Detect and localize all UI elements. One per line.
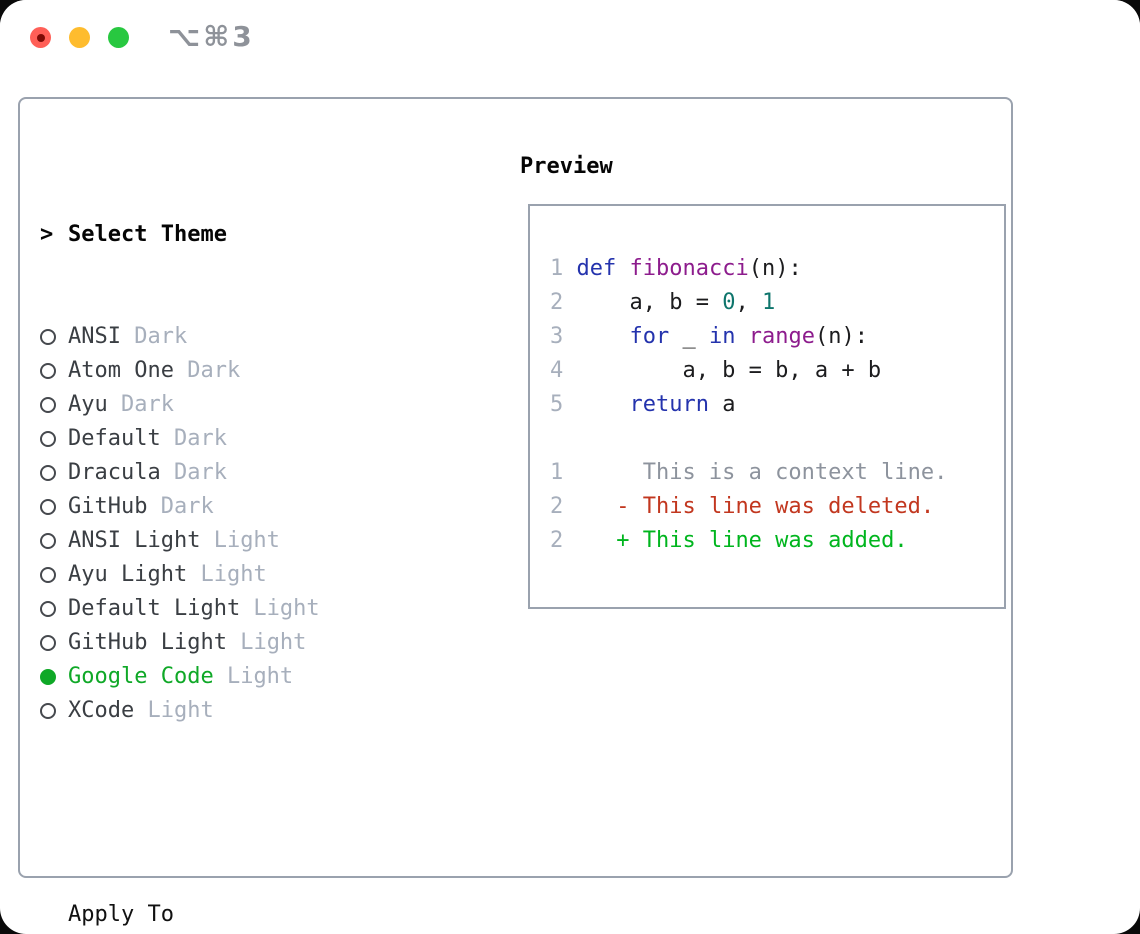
line-number: 1 bbox=[550, 460, 564, 485]
theme-variant-badge: Light bbox=[187, 562, 267, 587]
theme-option-default[interactable]: Default Dark bbox=[40, 422, 480, 456]
theme-variant-badge: Dark bbox=[160, 460, 227, 485]
theme-name: Atom One bbox=[68, 358, 174, 383]
minimize-button[interactable] bbox=[69, 27, 90, 48]
theme-name: GitHub Light bbox=[68, 630, 227, 655]
line-number: 2 bbox=[550, 290, 564, 315]
theme-variant-badge: Dark bbox=[173, 358, 241, 383]
radio-icon bbox=[40, 567, 68, 583]
context-line: 1 This is a context line. bbox=[550, 456, 1004, 490]
theme-variant-badge: Light bbox=[240, 596, 320, 621]
preview-title: Preview bbox=[520, 154, 613, 179]
theme-option-ansi[interactable]: ANSI Dark bbox=[40, 320, 480, 354]
radio-icon bbox=[40, 397, 68, 413]
theme-name: Default bbox=[68, 426, 161, 451]
titlebar: ⌥⌘3 bbox=[0, 0, 1140, 75]
theme-variant-badge: Light bbox=[213, 664, 294, 689]
code-line: 3 for _ in range(n): bbox=[550, 320, 1004, 354]
theme-name: GitHub bbox=[68, 494, 148, 519]
spacer bbox=[40, 796, 480, 830]
theme-variant-badge: Light bbox=[134, 698, 214, 723]
focus-dot-icon bbox=[36, 33, 45, 42]
select-theme-header: > Select Theme bbox=[40, 218, 480, 252]
theme-option-dracula[interactable]: Dracula Dark bbox=[40, 456, 480, 490]
line-number: 2 bbox=[550, 528, 564, 553]
traffic-lights bbox=[30, 27, 129, 48]
apply-to-label: Apply To bbox=[68, 902, 174, 927]
select-theme-label: Select Theme bbox=[68, 222, 227, 247]
theme-option-ayu-light[interactable]: Ayu Light Light bbox=[40, 558, 480, 592]
line-number: 1 bbox=[550, 256, 564, 281]
radio-selected-icon bbox=[40, 669, 68, 685]
close-button[interactable] bbox=[30, 27, 51, 48]
theme-option-default-light[interactable]: Default Light Light bbox=[40, 592, 480, 626]
theme-option-atom-one[interactable]: Atom One Dark bbox=[40, 354, 480, 388]
theme-name: ANSI Light bbox=[68, 528, 201, 553]
theme-name: XCode bbox=[68, 698, 135, 723]
theme-variant-badge: Dark bbox=[160, 426, 227, 451]
blank-line bbox=[550, 422, 1004, 456]
theme-option-ayu[interactable]: Ayu Dark bbox=[40, 388, 480, 422]
radio-icon bbox=[40, 533, 68, 549]
radio-icon bbox=[40, 499, 68, 515]
theme-name: Ayu Light bbox=[68, 562, 188, 587]
theme-option-google-code[interactable]: Google Code Light bbox=[40, 660, 480, 694]
line-number: 5 bbox=[550, 392, 564, 417]
theme-variant-badge: Dark bbox=[147, 494, 214, 519]
theme-name: Ayu bbox=[68, 392, 108, 417]
theme-variant-badge: Dark bbox=[120, 324, 188, 349]
theme-option-xcode[interactable]: XCode Light bbox=[40, 694, 480, 728]
line-number: 3 bbox=[550, 324, 564, 349]
added-line: 2 + This line was added. bbox=[550, 524, 1004, 558]
radio-icon bbox=[40, 703, 68, 719]
code-line: 2 a, b = 0, 1 bbox=[550, 286, 1004, 320]
theme-name: Google Code bbox=[68, 664, 214, 689]
code-line: 4 a, b = b, a + b bbox=[550, 354, 1004, 388]
line-number: 2 bbox=[550, 494, 564, 519]
radio-icon bbox=[40, 329, 68, 345]
apply-to-header: Apply To bbox=[40, 898, 480, 932]
caret-icon: > bbox=[40, 222, 54, 247]
line-number: 4 bbox=[550, 358, 564, 383]
radio-icon bbox=[40, 431, 68, 447]
radio-icon bbox=[40, 635, 68, 651]
theme-variant-badge: Dark bbox=[107, 392, 174, 417]
theme-option-ansi-light[interactable]: ANSI Light Light bbox=[40, 524, 480, 558]
theme-name: Dracula bbox=[68, 460, 161, 485]
theme-name: ANSI bbox=[68, 324, 121, 349]
theme-variant-badge: Light bbox=[200, 528, 280, 553]
radio-icon bbox=[40, 601, 68, 617]
zoom-button[interactable] bbox=[108, 27, 129, 48]
code-line: 5 return a bbox=[550, 388, 1004, 422]
theme-name: Default Light bbox=[68, 596, 241, 621]
window-title: ⌥⌘3 bbox=[168, 20, 255, 53]
deleted-line: 2 - This line was deleted. bbox=[550, 490, 1004, 524]
radio-icon bbox=[40, 363, 68, 379]
radio-icon bbox=[40, 465, 68, 481]
theme-option-github[interactable]: GitHub Dark bbox=[40, 490, 480, 524]
theme-option-github-light[interactable]: GitHub Light Light bbox=[40, 626, 480, 660]
theme-variant-badge: Light bbox=[226, 630, 307, 655]
